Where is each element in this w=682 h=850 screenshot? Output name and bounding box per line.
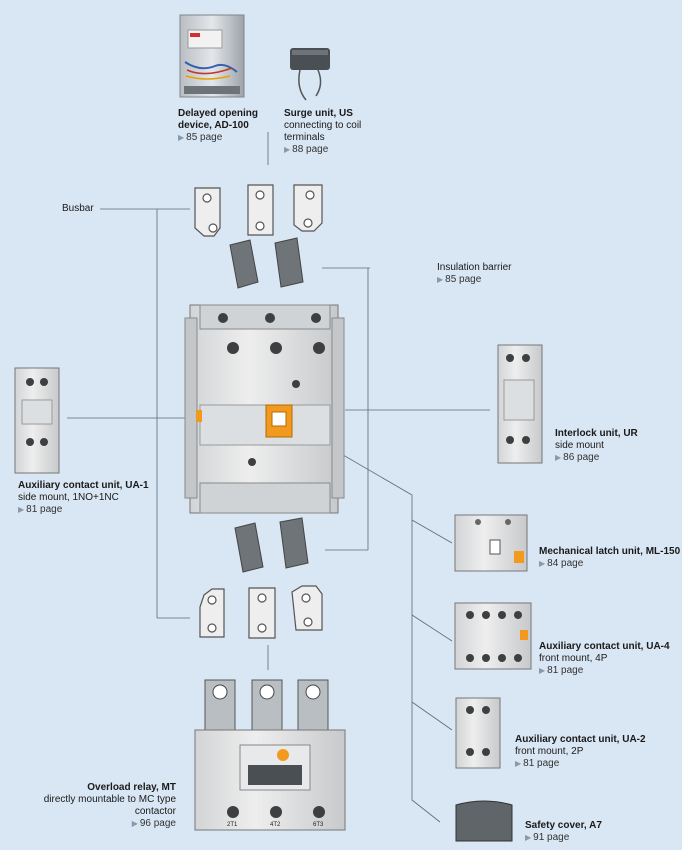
label-title: Interlock unit, UR [555,428,638,439]
contactor-image [184,304,345,514]
page-ref: ▶85 page [437,274,482,285]
aux-contact-ua2-image [455,697,501,769]
top-insulation-barriers [229,237,304,289]
label-interlock-unit: Interlock unit, UR side mount ▶86 page [555,428,638,464]
label-desc: side mount, 1NO+1NC [18,492,119,503]
label-desc: front mount, 2P [515,746,584,757]
leader-lines [67,132,490,823]
page-ref: ▶88 page [284,144,329,155]
page-ref: ▶81 page [515,758,560,769]
surge-unit-image [290,48,330,101]
label-aux-contact-ua4: Auxiliary contact unit, UA-4 front mount… [539,641,670,677]
label-surge-unit: Surge unit, US connecting to coil termin… [284,108,384,156]
label-title: Busbar [62,203,94,214]
page-ref: ▶86 page [555,452,600,463]
delayed-opening-device-image [179,14,245,98]
label-desc: front mount, 4P [539,653,608,664]
label-title: Overload relay, MT [87,782,176,793]
terminal-label-3: 6T3 [313,822,324,828]
label-mechanical-latch: Mechanical latch unit, ML-150 ▶84 page [539,546,680,570]
label-title: Delayed opening device, AD-100 [178,108,259,131]
overload-relay-image [194,679,346,831]
interlock-unit-image [497,344,543,464]
page-ref: ▶81 page [539,665,584,676]
label-busbar: Busbar [62,203,94,215]
terminal-label-2: 4T2 [270,822,281,828]
page-ref: ▶81 page [18,504,63,515]
safety-cover-image [455,800,513,842]
aux-contact-ua4-image [454,602,532,670]
label-title: Auxiliary contact unit, UA-4 [539,641,670,652]
label-insulation-barrier: Insulation barrier ▶85 page [437,262,511,286]
page-ref: ▶91 page [525,832,570,843]
aux-contact-ua1-image [14,367,60,474]
label-title: Mechanical latch unit, ML-150 [539,546,681,557]
label-safety-cover: Safety cover, A7 ▶91 page [525,820,602,844]
label-overload-relay: Overload relay, MT directly mountable to… [40,782,176,830]
page-ref: ▶96 page [131,818,176,829]
label-title: Safety cover, A7 [525,820,602,831]
bottom-busbars [199,585,323,639]
relay-terminal-labels: 2T1 4T2 6T3 [227,822,324,828]
top-busbars [194,184,323,237]
page-ref: ▶84 page [539,558,584,569]
terminal-label-1: 2T1 [227,822,238,828]
label-delayed-opening-device: Delayed opening device, AD-100 ▶85 page [178,108,278,144]
mechanical-latch-image [454,514,528,572]
label-desc: connecting to coil terminals [284,120,362,143]
label-desc: directly mountable to MC type contactor [43,794,176,817]
label-title: Auxiliary contact unit, UA-2 [515,734,646,745]
page-ref: ▶85 page [178,132,223,143]
label-aux-contact-ua1: Auxiliary contact unit, UA-1 side mount,… [18,480,149,516]
label-title: Auxiliary contact unit, UA-1 [18,480,149,491]
label-title: Surge unit, US [284,108,353,119]
label-aux-contact-ua2: Auxiliary contact unit, UA-2 front mount… [515,734,646,770]
label-desc: side mount [555,440,604,451]
bottom-insulation-barriers [234,517,309,573]
label-title: Insulation barrier [437,262,512,273]
